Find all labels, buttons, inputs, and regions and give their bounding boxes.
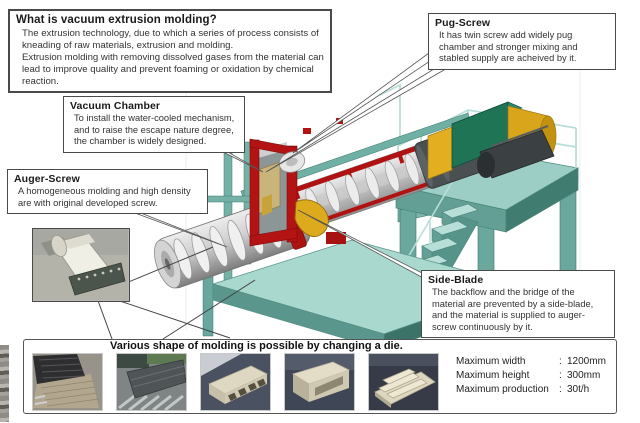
callout-side-blade: Side-Blade The backflow and the bridge o…: [421, 270, 615, 339]
leader-line: [162, 279, 256, 340]
spec-value: 300mm: [567, 370, 601, 381]
spec-value: 30t/h: [567, 384, 590, 395]
leader-line: [96, 297, 113, 340]
spec-row-max-height: Maximum height:300mm: [456, 370, 601, 381]
leader-lines: [96, 49, 452, 340]
leader-line: [101, 294, 231, 339]
cut-off-photo-strip: [0, 345, 9, 422]
intro-title: What is vacuum extrusion molding?: [16, 14, 217, 26]
molding-photo-4: [284, 353, 355, 411]
callout-auger-screw-body: A homogeneous molding and high density a…: [18, 186, 191, 208]
callout-auger-screw-title: Auger-Screw: [14, 173, 80, 185]
auger-screw-photo: [32, 228, 130, 302]
auger-screw-photo-graphic: [33, 229, 128, 300]
intro-box: What is vacuum extrusion molding? The ex…: [8, 9, 332, 94]
spec-row-max-production: Maximum production:30t/h: [456, 384, 590, 395]
molding-photo-1: [32, 353, 103, 411]
spec-value: 1200mm: [567, 356, 606, 367]
callout-side-blade-title: Side-Blade: [428, 274, 484, 286]
molding-photo-2: [116, 353, 187, 411]
callout-pug-screw-title: Pug-Screw: [435, 17, 491, 29]
callout-vacuum-chamber-body: To install the water-cooled mechanism, a…: [74, 113, 235, 147]
callout-auger-screw: Auger-Screw A homogeneous molding and hi…: [7, 169, 208, 215]
callout-side-blade-body: The backflow and the bridge of the mater…: [432, 287, 594, 332]
callout-vacuum-chamber-title: Vacuum Chamber: [70, 100, 161, 112]
vacuum-chamber-frame: [249, 138, 306, 247]
molding-shapes-caption: Various shape of molding is possible by …: [106, 340, 407, 352]
side-blade-part: [294, 199, 329, 238]
intro-body-line-1: The extrusion technology, due to which a…: [22, 28, 319, 51]
callout-pug-screw: Pug-Screw It has twin screw add widely p…: [428, 13, 616, 70]
drive-motor: [477, 125, 555, 179]
intro-body-line-2: Extrusion molding with removing dissolve…: [22, 51, 324, 87]
spec-row-max-width: Maximum width:1200mm: [456, 356, 606, 367]
molding-shapes-panel: Various shape of molding is possible by …: [23, 339, 617, 414]
molding-photo-5: [368, 353, 439, 411]
callout-vacuum-chamber: Vacuum Chamber To install the water-cool…: [63, 96, 245, 153]
specs-list: Maximum width:1200mm Maximum height:300m…: [456, 355, 606, 397]
molding-photo-3: [200, 353, 271, 411]
callout-pug-screw-body: It has twin screw add widely pug chamber…: [439, 30, 578, 64]
